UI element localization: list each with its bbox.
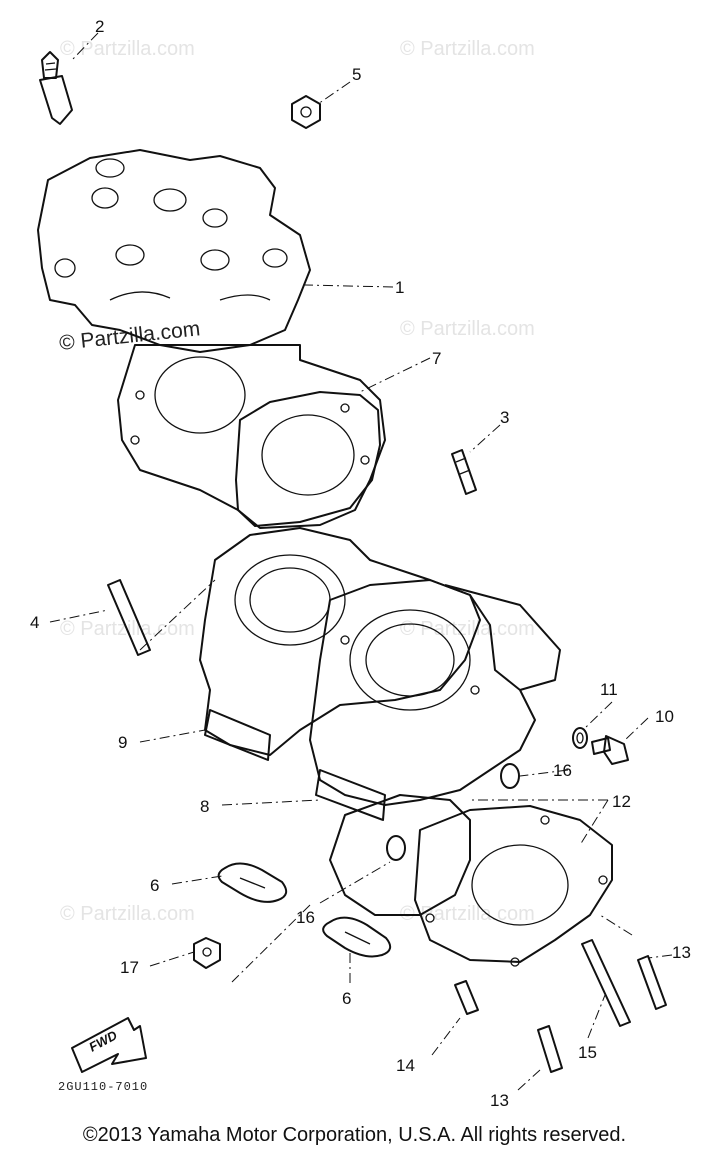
callout-15: 15 bbox=[578, 1043, 597, 1062]
callout-13: 13 bbox=[672, 943, 691, 962]
cylinder-part bbox=[309, 579, 561, 821]
callout-8: 8 bbox=[200, 797, 209, 816]
copyright-notice: ©2013 Yamaha Motor Corporation, U.S.A. A… bbox=[82, 1124, 627, 1146]
callout-9: 9 bbox=[118, 733, 127, 752]
watermark: © Partzilla.com bbox=[400, 38, 535, 60]
dowel-pin-part bbox=[451, 449, 477, 495]
callout-5: 5 bbox=[352, 65, 361, 84]
exhaust-gasket-part bbox=[217, 862, 288, 903]
callout-1: 1 bbox=[395, 278, 404, 297]
callout-2: 2 bbox=[95, 17, 104, 36]
cylinder-part bbox=[199, 527, 481, 761]
stud-bolt-part bbox=[537, 1025, 563, 1073]
cylinder-base-gasket-part bbox=[329, 794, 613, 967]
washer-part bbox=[572, 727, 588, 749]
callout-16: 16 bbox=[553, 761, 572, 780]
cylinder-head-gasket-part bbox=[117, 344, 386, 529]
drawing-code: 2GU110-7010 bbox=[58, 1080, 148, 1094]
leader-lines bbox=[49, 32, 673, 1091]
dowel-pin-part bbox=[107, 579, 151, 656]
stud-bolt-part bbox=[454, 980, 479, 1015]
nut-part bbox=[291, 95, 321, 129]
callout-14: 14 bbox=[396, 1056, 415, 1075]
dowel-sleeve-part bbox=[386, 835, 406, 861]
exhaust-gasket-part bbox=[322, 916, 392, 958]
callout-3: 3 bbox=[500, 408, 509, 427]
callout-17: 17 bbox=[120, 958, 139, 977]
fwd-label: FWD bbox=[86, 1027, 120, 1054]
callout-4: 4 bbox=[30, 613, 39, 632]
callout-13: 13 bbox=[490, 1091, 509, 1110]
watermark: © Partzilla.com bbox=[400, 318, 535, 340]
callout-12: 12 bbox=[612, 792, 631, 811]
stud-bolt-part bbox=[637, 955, 667, 1010]
forward-arrow-icon: FWD bbox=[71, 1017, 147, 1073]
stud-bolt-part bbox=[581, 939, 631, 1027]
cylinder-head-part bbox=[37, 149, 311, 353]
callout-11: 11 bbox=[600, 680, 618, 699]
watermark: © Partzilla.com bbox=[60, 38, 195, 60]
watermark: © Partzilla.com bbox=[400, 618, 535, 640]
bolt-part bbox=[591, 735, 629, 765]
watermark: © Partzilla.com bbox=[60, 903, 195, 925]
callout-7: 7 bbox=[432, 349, 441, 368]
nut-part bbox=[193, 937, 221, 969]
spark-plug-part bbox=[39, 51, 73, 125]
callout-10: 10 bbox=[655, 707, 674, 726]
callout-16: 16 bbox=[296, 908, 315, 927]
callout-6: 6 bbox=[342, 989, 351, 1008]
dowel-sleeve-part bbox=[500, 763, 520, 789]
callout-6: 6 bbox=[150, 876, 159, 895]
